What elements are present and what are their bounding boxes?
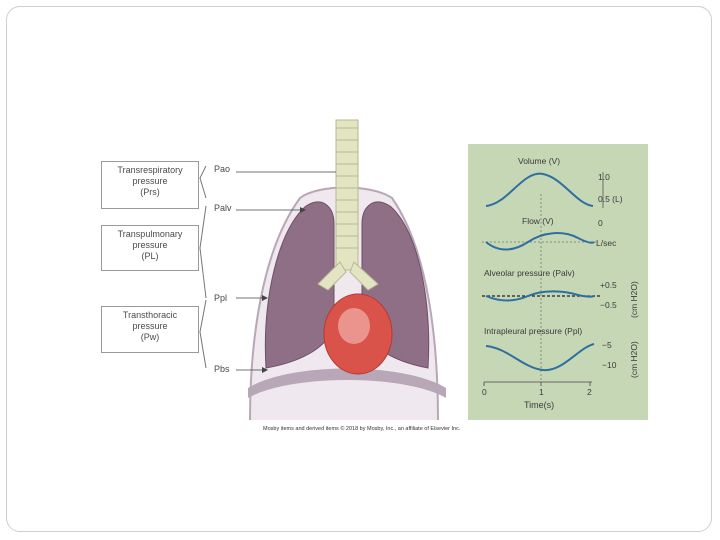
transthoracic-pressure-box: Transthoracic pressure (Pw): [101, 306, 199, 353]
alveolar-tick-high: +0.5: [600, 280, 617, 290]
volume-tick-low: 0: [598, 218, 603, 228]
box-line: (PL): [141, 251, 159, 261]
box-line: Transrespiratory: [117, 165, 183, 175]
intrapleural-unit: (cm H2O): [629, 341, 639, 378]
volume-tick-mid: 0.5 (L): [598, 194, 623, 204]
bracket-transpulmonary: [199, 205, 207, 299]
box-line: (Pw): [140, 332, 160, 342]
intrapleural-tick-high: −5: [602, 340, 612, 350]
left-lung: [264, 201, 335, 369]
transrespiratory-pressure-box: Transrespiratory pressure (Prs): [101, 161, 199, 209]
palv-label: Palv: [214, 203, 232, 213]
time-tick-label-2: 2: [587, 387, 592, 397]
volume-tick-high: 1.0: [598, 172, 610, 182]
flow-curve: [485, 232, 595, 251]
box-line: pressure: [132, 240, 168, 250]
graph-curves: [482, 172, 604, 386]
flow-unit: L/sec: [596, 238, 617, 248]
flow-label: Flow (V): [522, 216, 554, 226]
respiratory-cycle-graph-panel: Volume (V) 1.0 0.5 (L) 0 Flow (V) L/sec …: [468, 144, 648, 420]
time-tick-label-0: 0: [482, 387, 487, 397]
volume-curve: [485, 172, 594, 207]
palv-arrowhead: [300, 207, 306, 213]
alveolar-tick-low: −0.5: [600, 300, 617, 310]
alveolar-pressure-curve: [485, 290, 595, 302]
transpulmonary-pressure-box: Transpulmonary pressure (PL): [101, 225, 199, 271]
ppl-label: Ppl: [214, 293, 228, 303]
pao-label: Pao: [214, 164, 231, 174]
intrapleural-pressure-curve: [485, 343, 595, 372]
trachea: [335, 119, 359, 271]
box-line: Transpulmonary: [117, 229, 183, 239]
box-line: (Prs): [140, 187, 160, 197]
box-line: Transthoracic: [122, 310, 178, 320]
alveolar-unit: (cm H2O): [629, 281, 639, 318]
intrapleural-pressure-label: Intrapleural pressure (Ppl): [484, 326, 583, 336]
bracket-transthoracic: [199, 299, 207, 369]
intrapleural-tick-low: −10: [602, 360, 617, 370]
pbs-label: Pbs: [214, 364, 230, 374]
alveolar-pressure-label: Alveolar pressure (Palv): [484, 268, 575, 278]
copyright-credit: Mosby items and derived items © 2018 by …: [263, 426, 461, 432]
box-line: pressure: [132, 321, 168, 331]
left-bronchus: [317, 261, 347, 291]
time-axis-label: Time(s): [524, 400, 555, 410]
box-line: pressure: [132, 176, 168, 186]
time-tick-label-1: 1: [539, 387, 544, 397]
bracket-transrespiratory: [199, 165, 207, 199]
pbs-arrowhead: [262, 367, 268, 373]
right-bronchus: [349, 261, 379, 291]
ppl-arrowhead: [262, 295, 268, 301]
diaphragm: [248, 368, 446, 398]
tracheal-rings: [336, 127, 358, 249]
volume-label: Volume (V): [518, 156, 561, 166]
heart-highlight: [338, 308, 370, 344]
